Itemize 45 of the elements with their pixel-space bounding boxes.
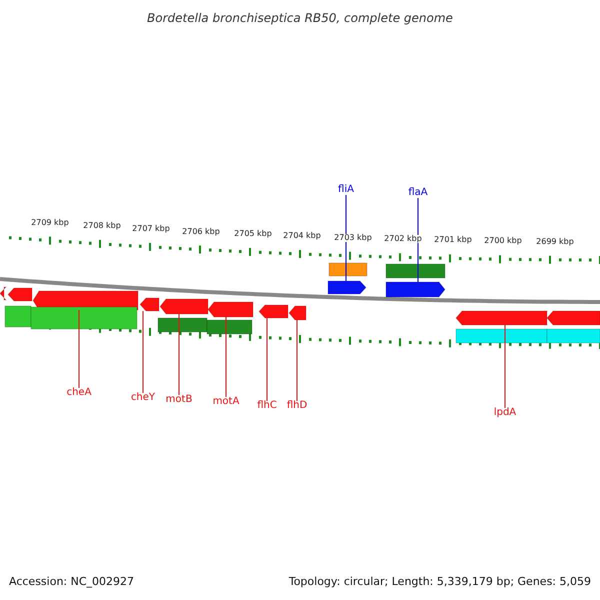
leader-line [78, 310, 80, 388]
leader-line [504, 324, 506, 408]
scale-label: 2707 kbp [132, 224, 170, 233]
gene-block [328, 280, 367, 294]
gene-label: motA [212, 397, 240, 407]
leader-line [178, 314, 180, 396]
gene-label: flaA [408, 188, 428, 198]
title: Bordetella bronchiseptica RB50, complete genome [147, 12, 453, 24]
gene-label: fliA [338, 185, 354, 195]
gene-label: cheY [130, 393, 156, 403]
gene-block [30, 306, 138, 330]
scale-label: 2705 kbp [234, 230, 272, 238]
scale-label: 2703 kbp [334, 234, 372, 242]
gene-block [206, 320, 252, 334]
leader-line [266, 318, 268, 402]
gene-label: lpdA [494, 408, 516, 418]
gene-block [455, 310, 548, 326]
scale-label: 2704 kbp [283, 232, 321, 240]
gene-block [158, 318, 208, 332]
gene-label: flhD [286, 401, 308, 411]
scale-label: 2708 kbp [83, 222, 121, 230]
scale-label: 2701 kbp [434, 236, 472, 244]
scale-label: 2702 kbp [384, 235, 422, 244]
scale-label: 2706 kbp [182, 228, 220, 236]
gene-block [386, 264, 446, 278]
gene-block [258, 304, 288, 318]
gene-block [456, 328, 548, 344]
scale-label: 2700 kbp [484, 237, 522, 246]
gene-block [139, 298, 160, 312]
footer-note: Accession: NC_002927 [9, 576, 134, 587]
gene-block [386, 282, 446, 298]
gene-block [546, 328, 600, 344]
gene-label: cheA [66, 388, 92, 398]
gene-block [4, 306, 32, 328]
scale-label: 2709 kbp [31, 218, 69, 227]
gene-label: flhC [257, 401, 277, 411]
gene-block [328, 262, 368, 276]
gene-label: motB [166, 395, 192, 405]
gene-block [546, 310, 600, 326]
gene-block [207, 302, 254, 318]
scale-label: 2699 kbp [536, 238, 574, 246]
leader-line [296, 320, 298, 402]
gene-block [288, 306, 306, 320]
footer-note: Topology: circular; Length: 5,339,179 bp; Genes: 5,059 [288, 576, 591, 587]
leader-line [142, 310, 144, 394]
